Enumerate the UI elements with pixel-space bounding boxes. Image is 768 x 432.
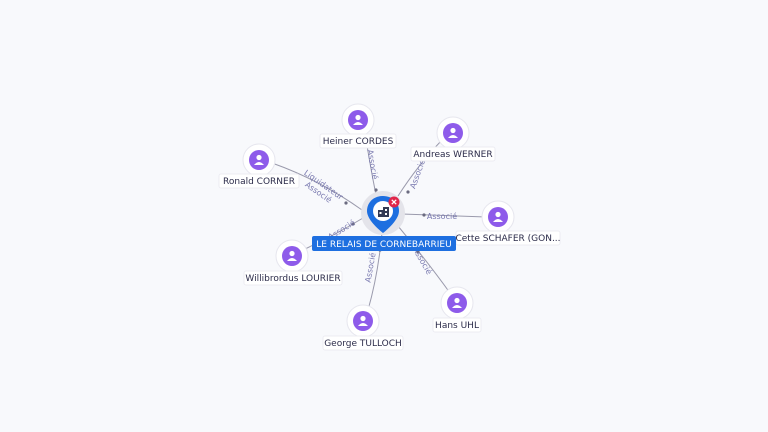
person-label-hans-uhl[interactable]: Hans UHL xyxy=(432,317,482,333)
person-label-willibrordus-lourier[interactable]: Willibrordus LOURIER xyxy=(243,270,343,286)
edge-label-ronald-corner: LiquidateurAssocié xyxy=(297,168,345,209)
person-icon xyxy=(287,250,297,261)
person-node-cette-schafer[interactable]: Cette SCHAFER (GON... xyxy=(455,200,561,246)
edge-arrow-hans-uhl xyxy=(416,250,420,254)
person-label-george-tulloch[interactable]: George TULLOCH xyxy=(322,335,404,351)
label-bg xyxy=(218,173,300,189)
person-node-ronald-corner[interactable]: Ronald CORNER xyxy=(218,143,300,189)
edge-label-cette-schafer: Associé xyxy=(427,211,457,221)
person-node-willibrordus-lourier[interactable]: Willibrordus LOURIER xyxy=(243,239,343,286)
label-bg xyxy=(432,317,482,333)
person-node-george-tulloch[interactable]: George TULLOCH xyxy=(322,304,404,351)
person-name: Hans UHL xyxy=(435,321,479,331)
building-icon xyxy=(378,207,389,217)
edge-andreas-werner xyxy=(397,139,443,197)
center-company-node[interactable]: LE RELAIS DE CORNEBARRIEU xyxy=(312,191,456,251)
close-icon[interactable] xyxy=(388,196,400,208)
person-label-heiner-cordes[interactable]: Heiner CORDES xyxy=(319,133,397,149)
label-bg xyxy=(410,146,496,162)
person-label-andreas-werner[interactable]: Andreas WERNER xyxy=(410,146,496,162)
edge-label-heiner-cordes: Associé xyxy=(365,149,380,181)
edge-arrow-cette-schafer xyxy=(422,213,426,217)
person-node-heiner-cordes[interactable]: Heiner CORDES xyxy=(319,103,397,149)
edge-arrow-ronald-corner xyxy=(344,201,348,205)
person-node-hans-uhl[interactable]: Hans UHL xyxy=(432,286,482,333)
person-icon xyxy=(452,297,462,308)
person-icon xyxy=(448,127,458,138)
person-name: Heiner CORDES xyxy=(323,137,394,147)
edge-arrow-heiner-cordes xyxy=(374,188,378,192)
label-bg xyxy=(322,335,404,351)
edges-layer xyxy=(271,132,487,311)
edge-arrow-andreas-werner xyxy=(406,190,410,194)
nodes-layer: Heiner CORDES Andreas WERNER Ronald CORNER… xyxy=(218,103,561,351)
center-label[interactable]: LE RELAIS DE CORNEBARRIEU xyxy=(312,236,456,251)
person-label-ronald-corner[interactable]: Ronald CORNER xyxy=(218,173,300,189)
edge-willibrordus-lourier xyxy=(302,217,364,251)
person-icon xyxy=(254,154,264,165)
person-name: Andreas WERNER xyxy=(413,150,492,160)
person-name: Ronald CORNER xyxy=(223,177,295,187)
edge-cette-schafer xyxy=(401,213,487,218)
label-bg xyxy=(243,270,343,286)
center-label-text: LE RELAIS DE CORNEBARRIEU xyxy=(316,240,451,250)
person-icon xyxy=(358,315,368,326)
edge-ronald-corner xyxy=(271,162,363,211)
label-bg xyxy=(319,133,397,149)
edge-hans-uhl xyxy=(397,225,451,294)
person-label-cette-schafer[interactable]: Cette SCHAFER (GON... xyxy=(455,230,561,246)
person-name: Willibrordus LOURIER xyxy=(245,274,340,284)
person-node-andreas-werner[interactable]: Andreas WERNER xyxy=(410,116,496,162)
person-icon xyxy=(353,114,363,125)
edge-label-andreas-werner: Associé xyxy=(407,158,427,190)
person-icon xyxy=(493,211,503,222)
person-name: George TULLOCH xyxy=(324,339,402,349)
edge-arrow-willibrordus-lourier xyxy=(351,222,355,226)
person-name: Cette SCHAFER (GON... xyxy=(455,234,560,244)
